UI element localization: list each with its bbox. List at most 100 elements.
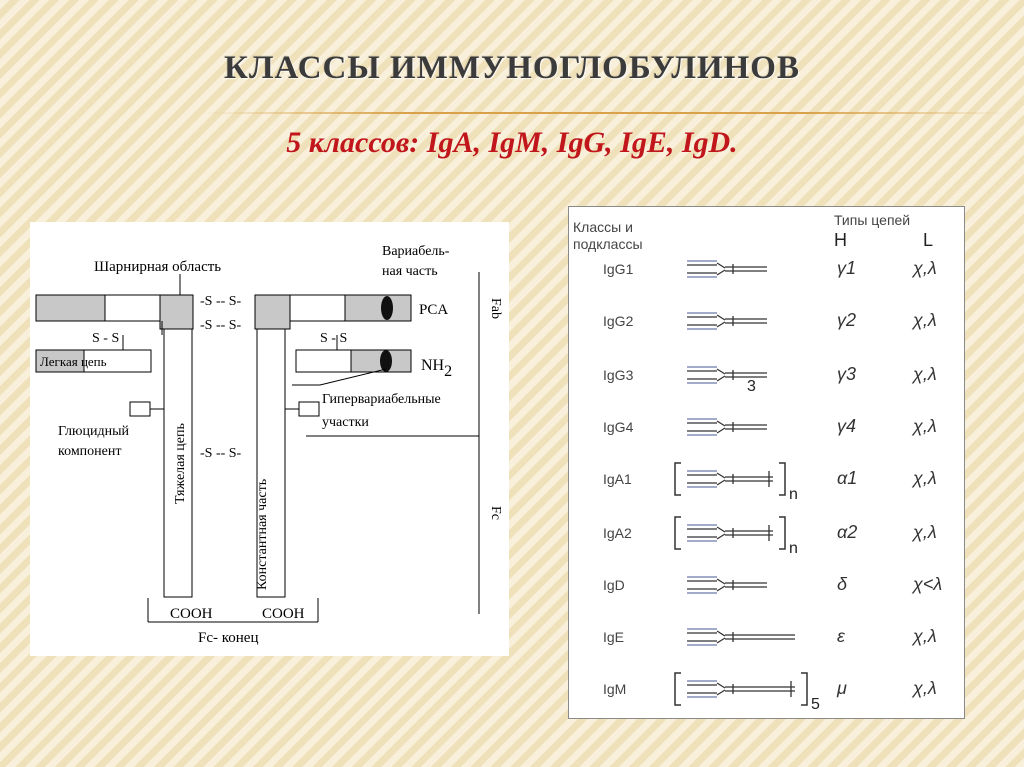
antigen-binding-site-bottom — [380, 350, 392, 372]
structure-icon-igd-line-4 — [716, 578, 726, 585]
antibody-structure-svg: Шарнирная область Вариабель- ная часть P… — [35, 244, 503, 646]
cooh-label-right: COOH — [262, 606, 305, 622]
structure-icon-igd-line-5 — [716, 585, 726, 592]
light-chain-igg3: χ,λ — [911, 364, 937, 384]
light-chain-iga1: χ,λ — [911, 468, 937, 488]
structure-icon-igg3-line-5 — [716, 375, 726, 382]
fab-label: Fab — [488, 298, 503, 319]
class-suffix-igg3: 3 — [747, 378, 756, 395]
nh2-label: NH2 — [421, 357, 452, 380]
heavy-chain-igd: δ — [837, 574, 848, 594]
class-label-igd: IgD — [603, 577, 625, 593]
light-chain-ige: χ,λ — [911, 626, 937, 646]
structure-icon-igg2-line-4 — [716, 314, 726, 321]
ss-bond-top-2: -S -- S- — [200, 318, 242, 333]
class-label-igg4: IgG4 — [603, 419, 634, 435]
left-glycosyl-box — [129, 401, 151, 417]
header-classes-label-2: подклассы — [573, 236, 643, 252]
structure-icon-igm-line-4 — [716, 682, 726, 689]
light-chain-igg4: χ,λ — [911, 416, 937, 436]
variable-part-label-2: ная часть — [382, 264, 438, 279]
heavy-chain-igg3: γ3 — [837, 364, 856, 384]
ss-bond-right-light: S - S — [320, 331, 347, 346]
left-heavy-chain-stem — [163, 328, 193, 598]
right-heavy-chain-stem — [256, 328, 286, 598]
structure-icon-ige-line-5 — [716, 637, 726, 644]
class-suffix-igm: 5 — [811, 696, 820, 713]
heavy-chain-iga2: α2 — [837, 522, 857, 542]
variable-part-label-1: Вариабель- — [382, 244, 450, 259]
class-suffix-iga1: n — [789, 486, 798, 503]
light-chain-igm: χ,λ — [911, 678, 937, 698]
right-light-chain-constant — [295, 349, 352, 373]
structure-icon-igg4-line-4 — [716, 420, 726, 427]
constant-part-label: Константная часть — [255, 479, 270, 590]
class-label-igg1: IgG1 — [603, 261, 634, 277]
heavy-chain-label: Тяжелая цепь — [173, 423, 188, 504]
structure-icon-ige-line-4 — [716, 630, 726, 637]
structure-icon-iga1-line-5 — [716, 479, 726, 486]
immunoglobulin-classes-table: Классы и подклассы Типы цепей H L IgG1 γ1… — [568, 206, 965, 719]
structure-icon-igm-line-5 — [716, 689, 726, 696]
header-light: L — [923, 230, 933, 250]
class-label-iga1: IgA1 — [603, 471, 632, 487]
header-heavy: H — [834, 230, 847, 250]
class-suffix-iga2: n — [789, 540, 798, 557]
heavy-chain-ige: ε — [837, 626, 846, 646]
structure-icon-igg1-line-4 — [716, 262, 726, 269]
class-label-igg2: IgG2 — [603, 313, 634, 329]
structure-icon-igg2-line-5 — [716, 321, 726, 328]
right-arm-top-bar-middle — [289, 294, 346, 322]
left-hinge-block — [159, 294, 194, 330]
header-classes-label-1: Классы и — [573, 219, 633, 235]
ss-bond-lower: -S -- S- — [200, 446, 242, 461]
pca-label: PCA — [419, 302, 448, 318]
left-arm-top-bar-variable — [35, 294, 106, 322]
light-chain-igg2: χ,λ — [911, 310, 937, 330]
hypervariable-label-2: участки — [322, 415, 369, 430]
fc-end-label: Fc- конец — [198, 630, 258, 646]
left-arm-top-bar-middle — [104, 294, 161, 322]
left-light-chain-variable — [35, 349, 85, 373]
class-label-iga2: IgA2 — [603, 525, 632, 541]
structure-icon-iga2-bracket-right — [779, 516, 786, 550]
light-chain-igg1: χ,λ — [911, 258, 937, 278]
light-chain-igd: χ<λ — [911, 574, 942, 594]
cooh-label-left: COOH — [170, 606, 213, 622]
heavy-chain-igg2: γ2 — [837, 310, 856, 330]
class-label-igm: IgM — [603, 681, 626, 697]
structure-icon-iga1-bracket-left — [674, 462, 681, 496]
heavy-chain-iga1: α1 — [837, 468, 857, 488]
structure-icon-iga2-bracket-left — [674, 516, 681, 550]
right-arm-top-bar-variable — [344, 294, 412, 322]
class-label-igg3: IgG3 — [603, 367, 634, 383]
antigen-binding-site-top — [381, 296, 393, 320]
structure-icon-igm-bracket-right — [801, 672, 808, 706]
heavy-chain-igg1: γ1 — [837, 258, 856, 278]
light-chain-iga2: χ,λ — [911, 522, 937, 542]
hypervariable-label-1: Гипервариабельные — [322, 392, 441, 407]
structure-icon-igm-bracket-left — [674, 672, 681, 706]
header-chain-types: Типы цепей — [834, 212, 910, 228]
ss-bond-left-light: S - S — [92, 331, 119, 346]
structure-icon-iga1-bracket-right — [779, 462, 786, 496]
slide-subtitle: 5 классов: IgA, IgM, IgG, IgE, IgD. — [286, 126, 738, 159]
antibody-structure-diagram: Шарнирная область Вариабель- ная часть P… — [30, 222, 509, 656]
structure-icon-iga1-line-4 — [716, 472, 726, 479]
structure-icon-igg3-line-4 — [716, 368, 726, 375]
class-label-ige: IgE — [603, 629, 624, 645]
right-glycosyl-box — [298, 401, 320, 417]
heavy-chain-igg4: γ4 — [837, 416, 856, 436]
structure-icon-igg4-line-5 — [716, 427, 726, 434]
title-divider — [205, 112, 1005, 114]
classes-table-svg: Классы и подклассы Типы цепей H L IgG1 γ1… — [573, 212, 942, 713]
fc-label: Fc — [488, 506, 503, 520]
heavy-chain-igm: μ — [836, 678, 847, 698]
structure-icon-igg1-line-5 — [716, 269, 726, 276]
glycosyl-label-1: Глюцидный — [58, 424, 129, 439]
structure-icon-iga2-line-4 — [716, 526, 726, 533]
slide-title: КЛАССЫ ИММУНОГЛОБУЛИНОВ — [224, 50, 800, 86]
glycosyl-label-2: компонент — [58, 444, 122, 459]
right-hinge-block — [254, 294, 291, 330]
